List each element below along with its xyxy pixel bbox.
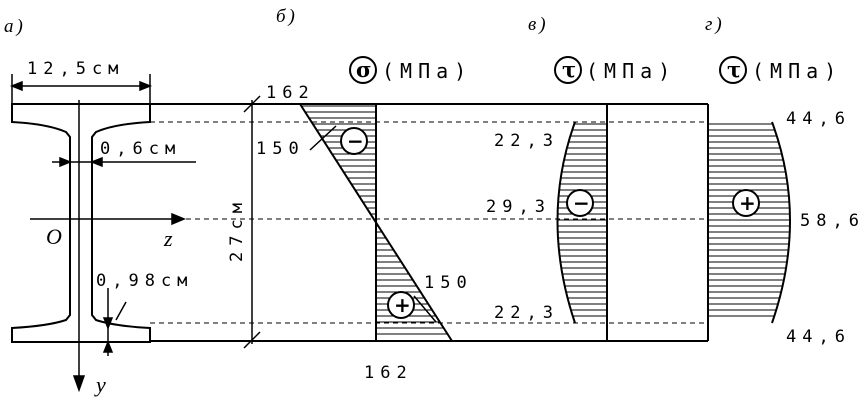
sigma-minus-text: − [347,129,364,153]
tau-web-diagram [556,121,607,324]
tau-flange-header: τ (МПа) [719,56,842,84]
flange-thickness-label: 0,98см [96,271,193,291]
width-dimension [9,74,153,104]
web-dimension [52,156,196,168]
tau-web-top-value: 22,3 [494,131,559,151]
tau-web-middle-value: 29,3 [486,197,551,217]
sigma-plus-text: + [394,293,411,317]
tau-web-unit: (МПа) [586,59,676,83]
sigma-bottom-outer-value: 162 [364,363,413,383]
panel-label-a: а) [4,16,26,37]
origin-label: O [46,224,62,249]
sigma-unit: (МПа) [382,59,472,83]
tau-web-symbol: τ [562,57,576,82]
tau-web-bottom-value: 22,3 [494,303,559,323]
sigma-minus-sign: − [340,127,368,155]
panel-label-b: б) [276,6,298,27]
tau-flange-top-value: 44,6 [786,109,851,129]
tau-web-minus-text: − [573,191,590,215]
tau-flange-middle-value: 58,6 [800,211,865,231]
sigma-top-inner-value: 150 [256,139,305,159]
dashed-guides [150,121,708,324]
web-thickness-label: 0,6см [100,139,181,159]
width-label: 12,5см [27,59,124,79]
sigma-header: σ (МПа) [349,56,472,84]
flange-dimension [102,288,127,356]
sigma-top-outer-value: 162 [266,83,315,103]
height-label: 27см [227,197,247,262]
sigma-plus-sign: + [387,291,415,319]
tau-flange-unit: (МПа) [752,59,842,83]
tau-flange-bottom-value: 44,6 [786,327,851,347]
tau-flange-plus-sign: + [732,189,760,217]
y-axis-label: y [94,372,106,397]
sigma-bottom-leader [413,295,437,323]
tau-flange-diagram [708,121,791,324]
tau-web-header: τ (МПа) [554,56,676,84]
panel-label-v: в) [528,14,549,35]
tau-flange-plus-text: + [739,191,756,215]
panel-label-g: г) [705,14,725,35]
sigma-bottom-inner-value: 150 [424,273,473,293]
sigma-top-leader [309,125,337,151]
tau-web-minus-sign: − [566,189,594,217]
tau-flange-symbol: τ [727,57,741,82]
z-axis-label: z [163,226,173,251]
sigma-symbol: σ [356,57,371,82]
